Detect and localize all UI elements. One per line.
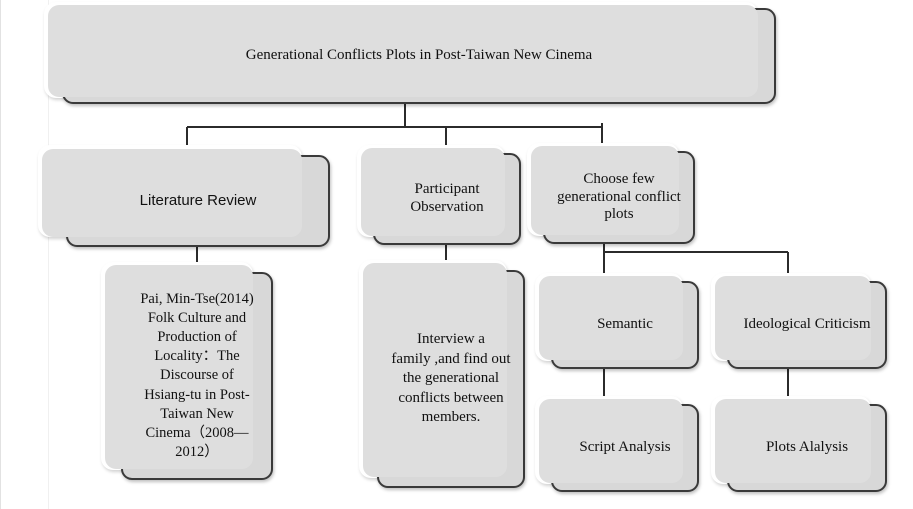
node-pai-citation-card[interactable]: Pai, Min-Tse(2014) Folk Culture and Prod… [105,265,273,480]
node-plots-analysis-label: Plots Alalysis [765,439,849,456]
node-literature-review-label: Literature Review [139,192,257,210]
node-script-analysis-label: Script Analysis [579,439,671,456]
node-interview-card[interactable]: Interview a family ,and find out the gen… [363,263,525,488]
node-pai-citation-label: Pai, Min-Tse(2014) Folk Culture and Prod… [140,290,254,460]
node-participant-observation[interactable]: Participant Observation [357,145,521,245]
node-root[interactable]: Generational Conflicts Plots in Post-Tai… [44,2,776,104]
node-pai-citation[interactable]: Pai, Min-Tse(2014) Folk Culture and Prod… [101,262,273,480]
page-gutter-line-left [0,0,1,509]
node-root-card[interactable]: Generational Conflicts Plots in Post-Tai… [48,5,776,104]
node-ideological-criticism-card[interactable]: Ideological Criticism [715,276,887,369]
node-interview-label: Interview a family ,and find out the gen… [391,331,511,426]
node-ideological-criticism[interactable]: Ideological Criticism [711,273,887,369]
node-plots-analysis[interactable]: Plots Alalysis [711,396,887,492]
page-gutter-line-inner [48,0,49,509]
node-ideological-criticism-label: Ideological Criticism [743,316,871,333]
node-script-analysis-card[interactable]: Script Analysis [539,399,699,492]
node-choose-plots-card[interactable]: Choose few generational conflict plots [531,146,695,244]
node-root-label: Generational Conflicts Plots in Post-Tai… [245,47,593,64]
node-semantic-label: Semantic [597,316,653,333]
node-literature-review[interactable]: Literature Review [38,145,330,247]
node-interview[interactable]: Interview a family ,and find out the gen… [359,260,525,488]
node-semantic[interactable]: Semantic [535,273,699,369]
node-literature-review-card[interactable]: Literature Review [42,149,330,247]
node-participant-observation-card[interactable]: Participant Observation [361,148,521,245]
node-choose-plots[interactable]: Choose few generational conflict plots [527,143,695,244]
node-plots-analysis-card[interactable]: Plots Alalysis [715,399,887,492]
node-participant-observation-label: Participant Observation [410,181,484,215]
node-semantic-card[interactable]: Semantic [539,276,699,369]
node-script-analysis[interactable]: Script Analysis [535,396,699,492]
node-choose-plots-label: Choose few generational conflict plots [557,170,681,223]
